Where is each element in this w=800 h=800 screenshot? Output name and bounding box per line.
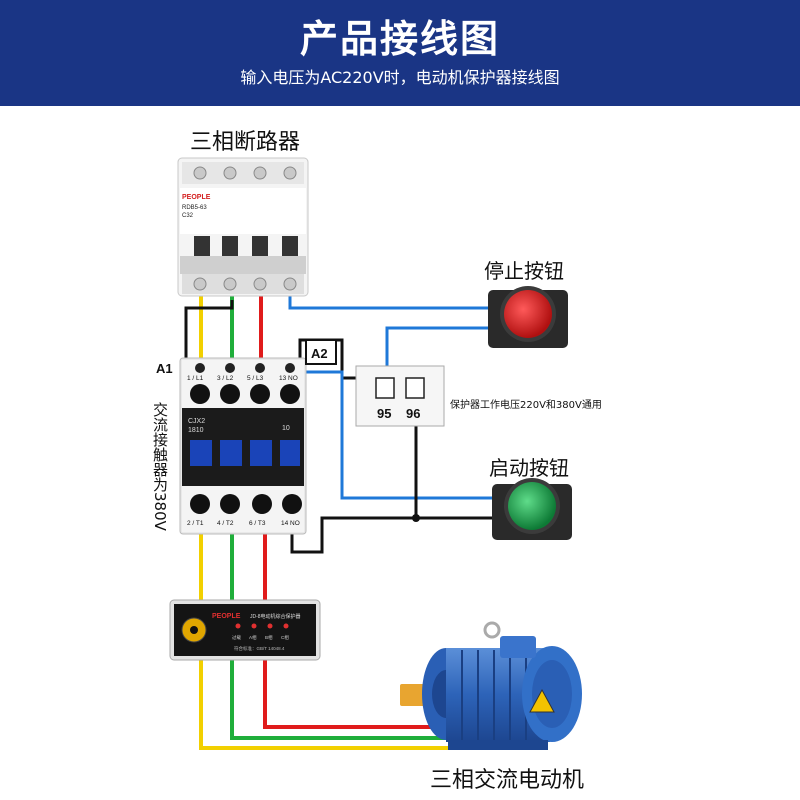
breaker-title: 三相断路器 bbox=[190, 130, 301, 155]
wires-group bbox=[184, 295, 495, 750]
terminal-label-t1: 2 / T1 bbox=[187, 520, 204, 527]
terminal-a1-label: A1 bbox=[156, 361, 173, 376]
terminal-label-t3: 6 / T3 bbox=[249, 520, 266, 527]
page-subtitle: 输入电压为AC220V时，电动机保护器接线图 bbox=[240, 68, 560, 87]
contactor-side-label: 交流接触器为380V bbox=[151, 402, 169, 531]
wire-13no-to-start-blue bbox=[290, 370, 495, 500]
terminal-a2-box bbox=[305, 339, 337, 365]
wire-96-to-start-black bbox=[414, 425, 495, 520]
terminal-a2-label: A2 bbox=[311, 346, 328, 361]
breaker-brand-label: PEOPLE bbox=[182, 194, 211, 201]
start-button-device bbox=[492, 478, 572, 540]
junction-dot-96 bbox=[412, 514, 420, 522]
indicator-label-a: A相 bbox=[249, 634, 257, 641]
stop-button-device bbox=[488, 286, 568, 348]
contactor-number-label: 1810 bbox=[188, 427, 204, 434]
terminal-label-t2: 4 / T2 bbox=[217, 520, 234, 527]
breaker-model-label: RDB5-63 bbox=[182, 205, 207, 211]
header-banner: 产品接线图 输入电压为AC220V时，电动机保护器接线图 bbox=[0, 0, 800, 106]
terminal-label-l3: 5 / L3 bbox=[247, 375, 264, 382]
wire-stop-to-95-blue bbox=[385, 326, 490, 368]
protector-terminal-block: 95 96 bbox=[355, 365, 445, 427]
contactor-model-label: CJX2 bbox=[188, 418, 205, 425]
motor-protector-device: PEOPLE JD-8电动机综合保护器 过载 A相 B相 C相 符合标准：GB/… bbox=[169, 599, 321, 661]
indicator-label-c: C相 bbox=[281, 634, 289, 641]
indicator-label-overload: 过载 bbox=[232, 634, 241, 641]
protector-brand-label: PEOPLE bbox=[212, 613, 241, 620]
contactor-bottom-terminal-labels: 2 / T1 4 / T2 6 / T3 14 NO bbox=[187, 520, 300, 527]
breaker-bottom-screws bbox=[182, 274, 304, 294]
stop-button-label: 停止按钮 bbox=[484, 259, 564, 283]
terminal-95-label: 95 bbox=[377, 406, 391, 421]
breaker-rating-label: C32 bbox=[182, 213, 194, 219]
breaker-top-screws bbox=[182, 162, 304, 184]
start-button-label: 启动按钮 bbox=[489, 456, 569, 480]
protector-standard-label: 符合标准：GB/T 14048.4 bbox=[234, 645, 285, 652]
three-phase-motor bbox=[400, 621, 582, 750]
ac-contactor: CJX2 1810 10 bbox=[179, 357, 307, 535]
wire-14no-to-start-black bbox=[290, 516, 416, 554]
terminal-label-l1: 1 / L1 bbox=[187, 375, 204, 382]
protector-name-label: JD-8电动机综合保护器 bbox=[250, 613, 301, 620]
contactor-top-terminal-labels: 1 / L1 3 / L2 5 / L3 13 NO bbox=[187, 375, 298, 382]
wire-a2-loop-black bbox=[298, 338, 356, 380]
terminal-96-label: 96 bbox=[406, 406, 420, 421]
terminal-label-14no: 14 NO bbox=[281, 520, 300, 527]
motor-title: 三相交流电动机 bbox=[430, 768, 585, 793]
terminal-label-13no: 13 NO bbox=[279, 375, 298, 382]
motor-fins bbox=[461, 650, 527, 740]
wire-breaker-to-stop-blue bbox=[288, 295, 490, 310]
contactor-aux-value: 10 bbox=[282, 425, 290, 432]
wire-t3-to-motor-red bbox=[263, 528, 460, 729]
protector-voltage-note: 保护器工作电压220V和380V通用 bbox=[450, 400, 602, 411]
page-title: 产品接线图 bbox=[299, 17, 500, 61]
terminal-label-l2: 3 / L2 bbox=[217, 375, 234, 382]
protector-indicators: 过载 A相 B相 C相 bbox=[232, 623, 289, 641]
wire-t2-to-motor-green bbox=[230, 528, 460, 740]
circuit-breaker: PEOPLE RDB5-63 C32 bbox=[177, 157, 309, 297]
indicator-label-b: B相 bbox=[265, 634, 273, 641]
